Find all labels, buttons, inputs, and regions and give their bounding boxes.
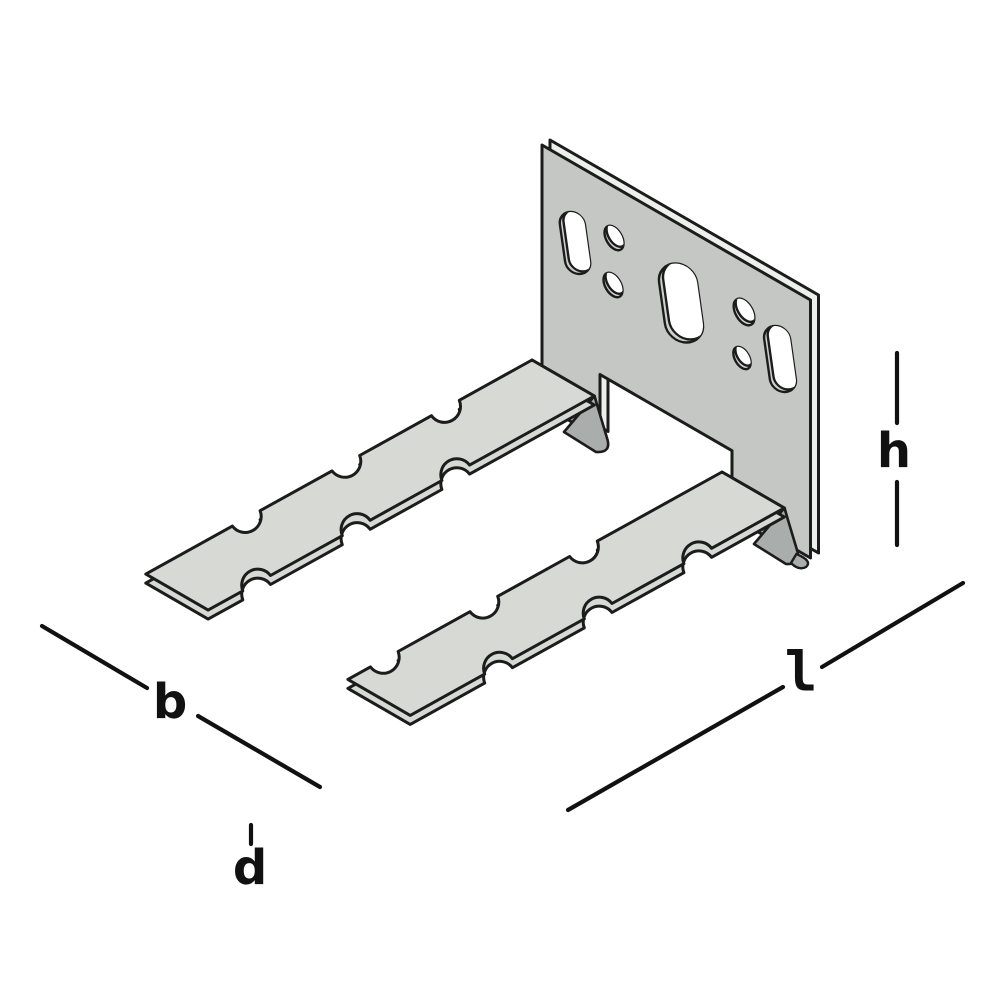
front-arm-strip xyxy=(346,470,786,717)
dimension-l-label: l xyxy=(785,641,818,704)
dimension-l-line-2 xyxy=(819,580,966,670)
dimension-b-label: b xyxy=(153,674,187,730)
front-arm xyxy=(346,470,810,726)
dimension-b: b xyxy=(39,623,323,790)
dimension-d-label: d xyxy=(233,840,267,896)
rear-arm xyxy=(144,358,610,621)
rear-arm-strip xyxy=(144,358,596,612)
dimension-h-label: h xyxy=(877,423,911,479)
dimension-d: d xyxy=(233,822,267,896)
dimension-annotations: b d h l xyxy=(39,350,966,896)
dimension-l: l xyxy=(565,580,966,813)
dimension-b-line-1 xyxy=(39,623,150,691)
dimension-l-line-1 xyxy=(565,684,786,813)
rear-arm-fold-cap xyxy=(562,394,610,454)
dimension-b-line-2 xyxy=(195,713,323,790)
front-arm-fold-curl xyxy=(789,552,810,570)
dimension-h: h xyxy=(877,350,911,548)
